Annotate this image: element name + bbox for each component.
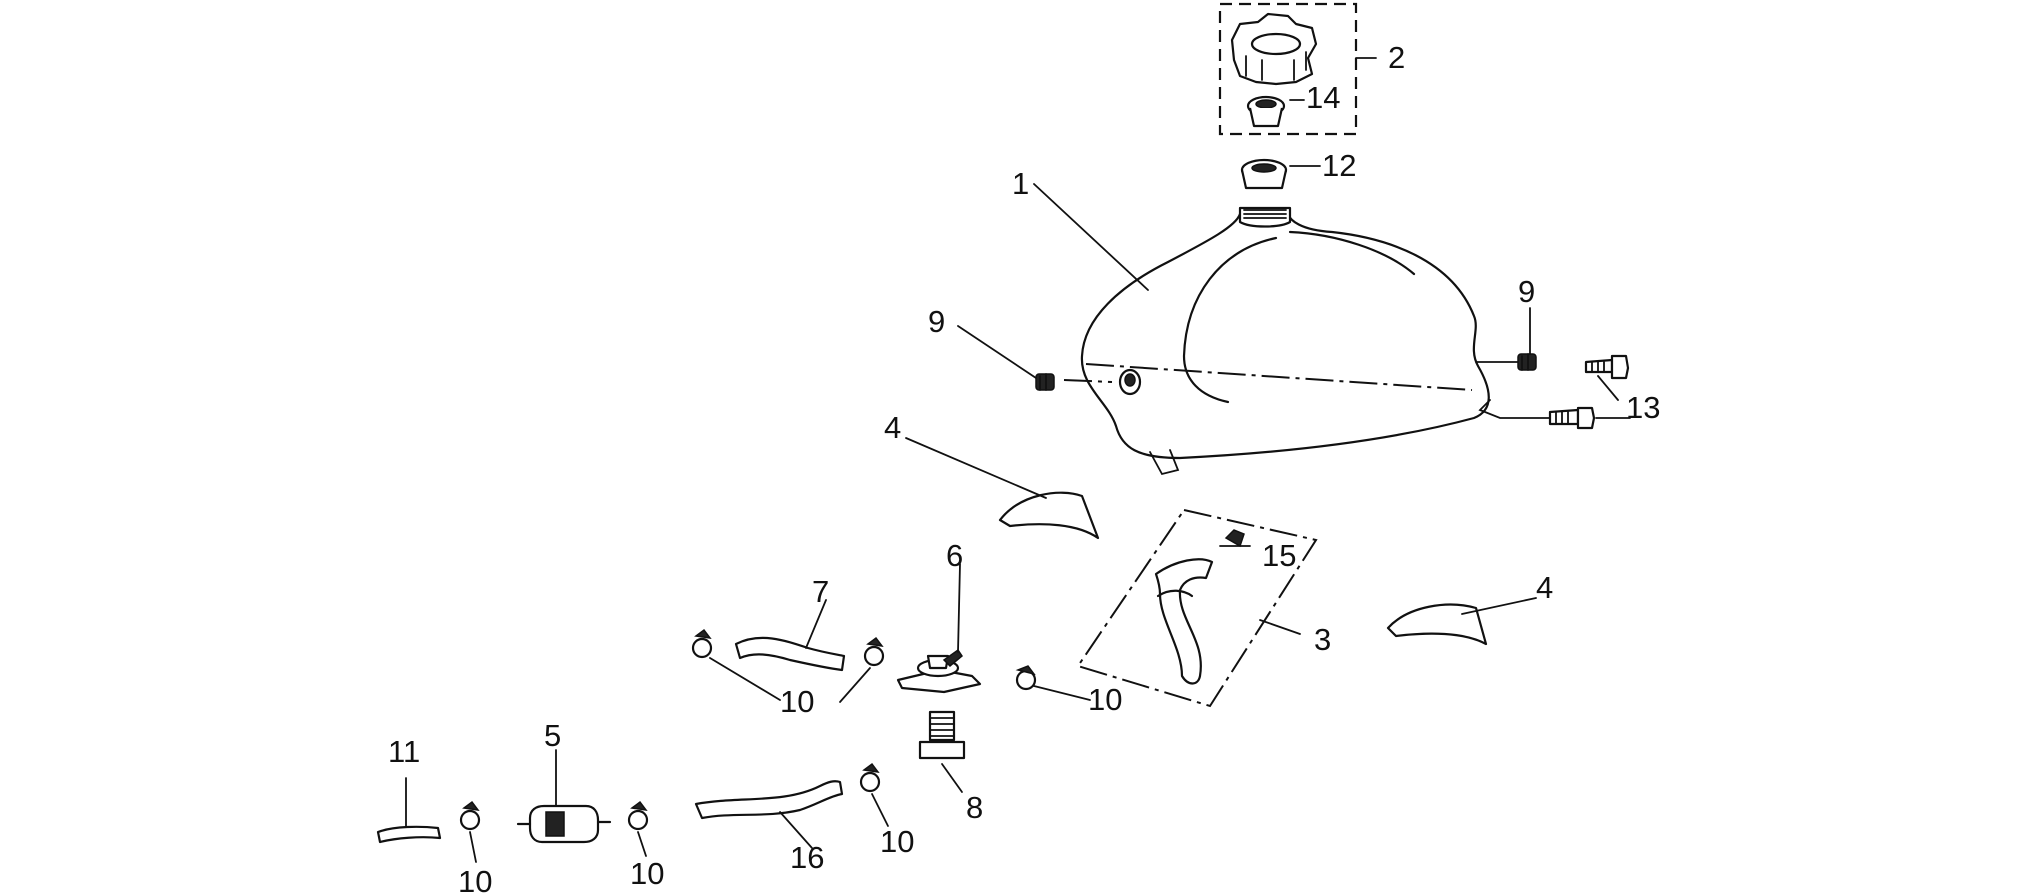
fuel-valve bbox=[896, 648, 982, 694]
fuel-hose-lower bbox=[694, 780, 844, 820]
callout-16: 16 bbox=[790, 840, 824, 875]
callout-4-right: 4 bbox=[1536, 570, 1553, 605]
tank-cushion-right bbox=[1386, 603, 1488, 646]
leader-lines bbox=[405, 183, 1631, 863]
cap-gasket bbox=[1246, 95, 1286, 128]
tank-cushion-left bbox=[998, 491, 1100, 540]
vent-tube-assembly bbox=[1076, 508, 1318, 708]
grommet-left bbox=[1035, 373, 1055, 391]
fuel-tank bbox=[1080, 206, 1490, 476]
left-mount-line bbox=[1063, 379, 1113, 383]
fuel-hose-upper bbox=[734, 636, 846, 672]
bolt-lower bbox=[1548, 406, 1596, 430]
vent-tube bbox=[1154, 558, 1214, 685]
hose-clip-1 bbox=[691, 628, 713, 659]
callout-9-left: 9 bbox=[928, 304, 945, 339]
callout-10-b: 10 bbox=[1088, 682, 1122, 717]
callout-8: 8 bbox=[966, 790, 983, 825]
fuel-filter bbox=[516, 804, 612, 844]
bolt-upper bbox=[1584, 354, 1630, 380]
callout-3: 3 bbox=[1314, 622, 1331, 657]
callout-labels: 1 2 3 4 4 5 6 7 8 9 9 10 10 10 10 10 11 … bbox=[388, 40, 1660, 895]
callout-9-right: 9 bbox=[1518, 274, 1535, 309]
right-mount-line-lower bbox=[1478, 399, 1551, 419]
callout-10-a: 10 bbox=[780, 684, 814, 719]
hose-clip-4 bbox=[459, 800, 481, 831]
drain-bolt bbox=[918, 710, 966, 793]
callout-7: 7 bbox=[812, 574, 829, 609]
filler-washer bbox=[1240, 158, 1321, 190]
callout-5: 5 bbox=[544, 718, 561, 753]
callout-6: 6 bbox=[946, 538, 963, 573]
hose-clip-5 bbox=[627, 800, 649, 831]
hose-clip-2 bbox=[863, 636, 885, 667]
cap-assembly-box bbox=[1218, 2, 1358, 136]
callout-4-left: 4 bbox=[884, 410, 901, 445]
callout-10-e: 10 bbox=[880, 824, 914, 859]
callout-10-d: 10 bbox=[630, 856, 664, 891]
callout-12: 12 bbox=[1322, 148, 1356, 183]
callout-1: 1 bbox=[1012, 166, 1029, 201]
callout-2: 2 bbox=[1388, 40, 1405, 75]
fuel-cap bbox=[1230, 12, 1318, 86]
grommet-right bbox=[1517, 353, 1537, 371]
callout-10-c: 10 bbox=[458, 864, 492, 895]
hose-strap bbox=[376, 825, 442, 844]
callout-14: 14 bbox=[1306, 80, 1340, 115]
callout-15: 15 bbox=[1262, 538, 1296, 573]
vent-clip bbox=[1219, 529, 1251, 548]
hose-clip-6 bbox=[859, 762, 881, 793]
callout-11: 11 bbox=[388, 734, 420, 769]
hose-clip-3 bbox=[1015, 665, 1037, 691]
fuel-cap-assembly bbox=[1218, 2, 1377, 136]
callout-13: 13 bbox=[1626, 390, 1660, 425]
